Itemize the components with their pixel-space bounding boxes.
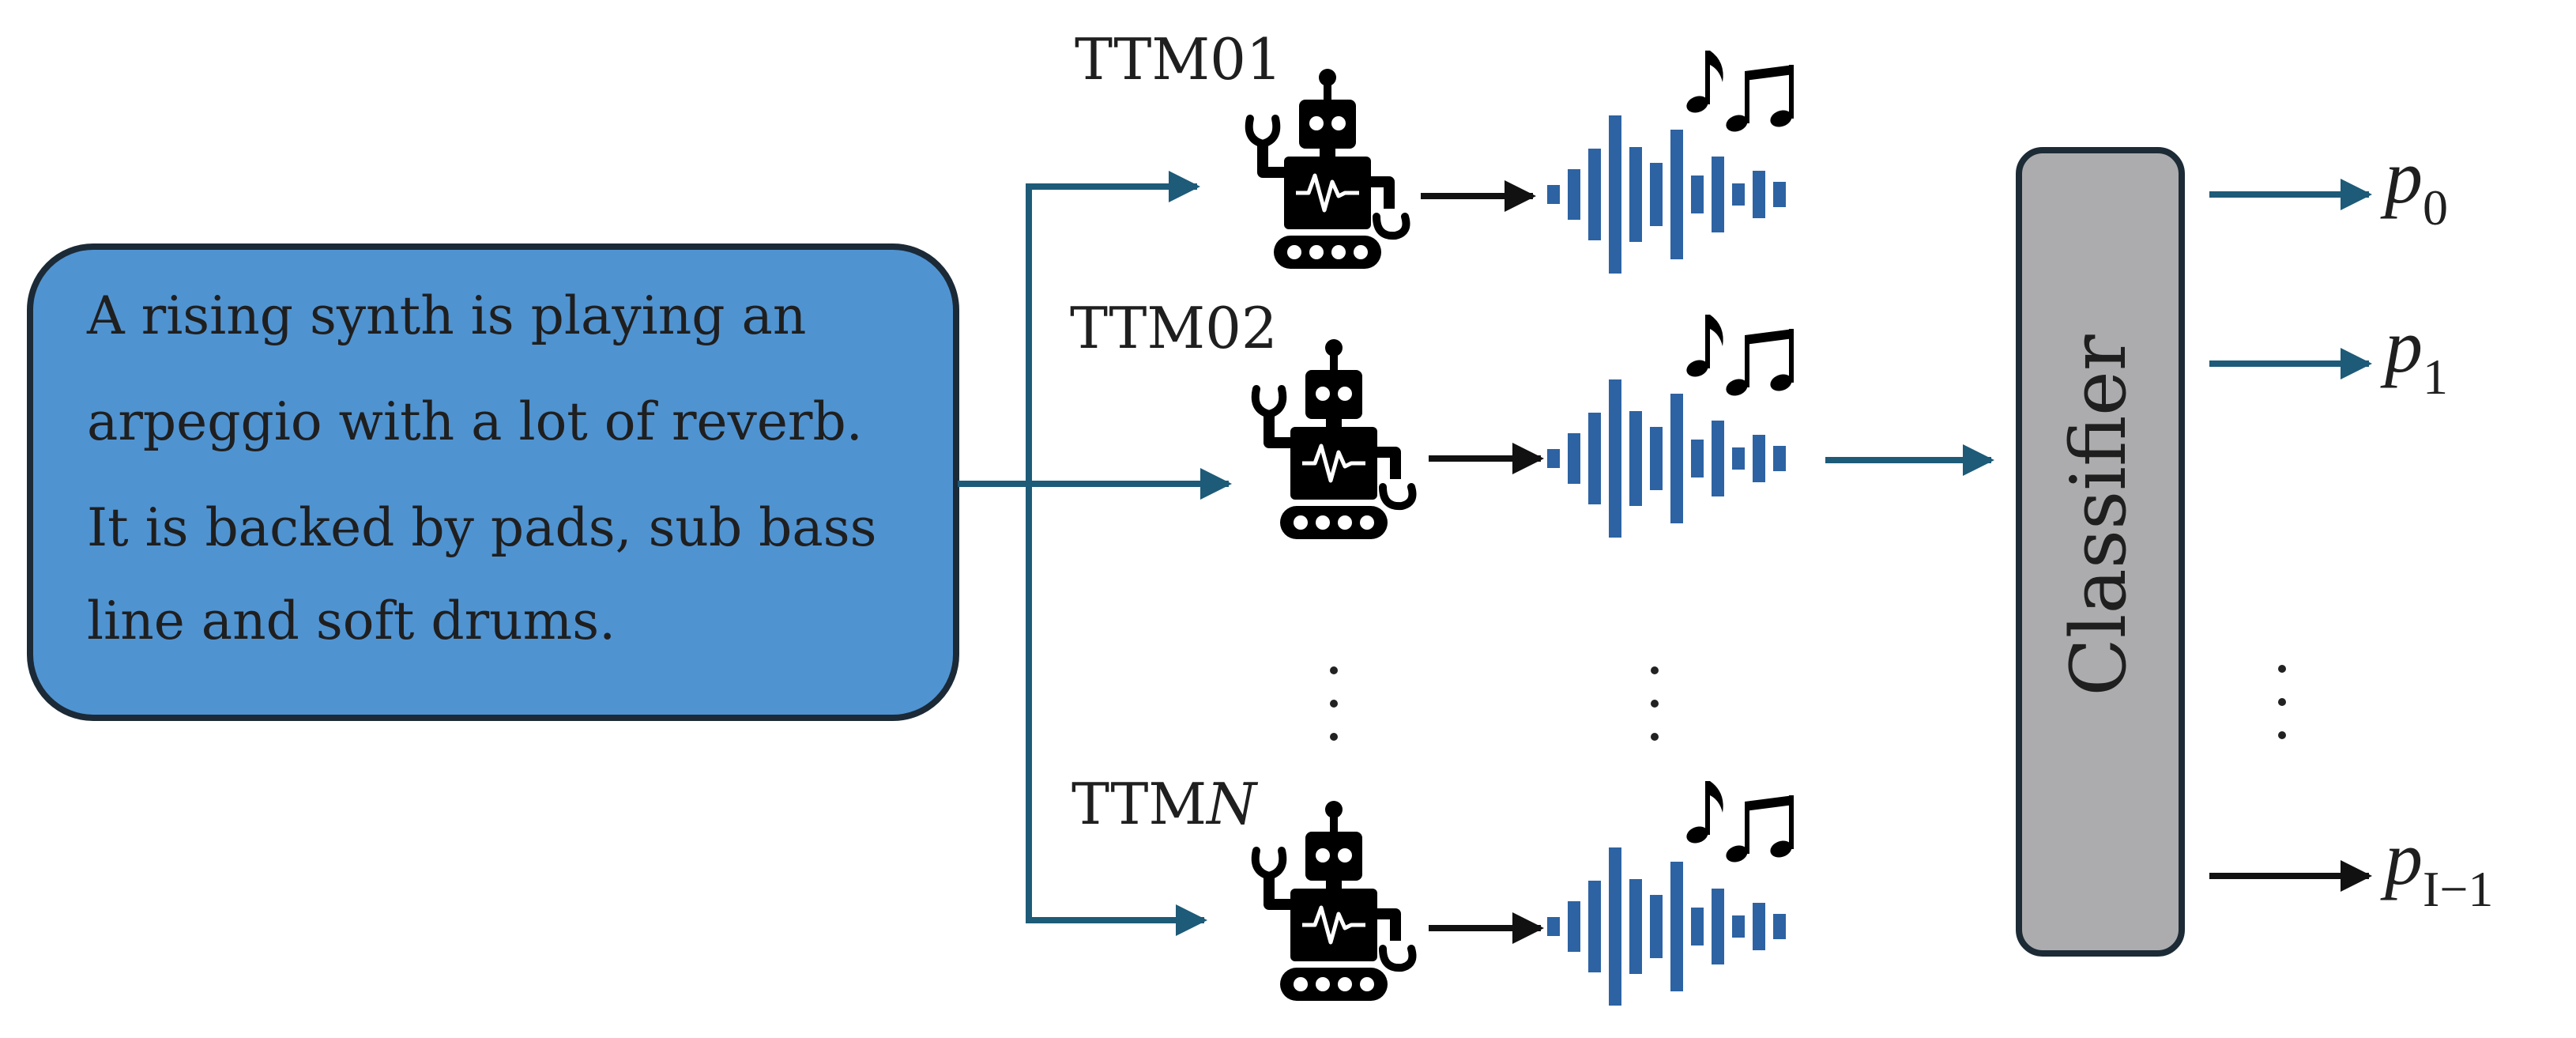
output-base: p <box>2380 134 2423 219</box>
generation-arrows <box>1421 180 1544 944</box>
prompt-text: A rising synth is playing an arpeggio wi… <box>86 285 881 651</box>
music-notes-icon <box>1684 781 1795 866</box>
waveform-icon <box>1547 115 1786 274</box>
model-label-ttmn: TTMN <box>1071 771 1259 837</box>
output-subscript: 0 <box>2423 179 2448 236</box>
prompt-box <box>27 243 959 721</box>
model-label-ttm01: TTM01 <box>1075 26 1282 92</box>
output-label-p1: p1 <box>2380 304 2448 405</box>
robot-icon <box>1256 339 1413 539</box>
vertical-ellipsis-icon <box>1651 666 1659 741</box>
robot-icon <box>1249 69 1407 269</box>
model-label-ttm02: TTM02 <box>1070 295 1278 361</box>
model-label-suffix: N <box>1205 771 1259 837</box>
prompt-line: arpeggio with a lot of reverb. <box>87 391 863 452</box>
prompt-distribution-arrows <box>958 171 1232 936</box>
output-subscript: I−1 <box>2423 861 2493 917</box>
classifier-box <box>2016 147 2185 957</box>
output-label-p0: p0 <box>2380 134 2448 236</box>
output-subscript: 1 <box>2423 349 2448 405</box>
waveform-icon <box>1547 379 1786 538</box>
prompt-line: It is backed by pads, sub bass <box>87 497 877 558</box>
music-notes-icon <box>1684 315 1795 399</box>
output-base: p <box>2380 304 2423 388</box>
music-notes-icon <box>1684 51 1795 135</box>
prompt-line: line and soft drums. <box>87 591 616 651</box>
output-base: p <box>2380 816 2423 900</box>
prompt-line: A rising synth is playing an <box>86 285 806 346</box>
vertical-ellipsis-icon <box>2278 665 2286 739</box>
output-label-pi-1: pI−1 <box>2380 816 2493 917</box>
robot-icon <box>1256 801 1413 1001</box>
classifier-label: Classifier <box>2054 334 2143 696</box>
waveform-icon <box>1547 847 1786 1006</box>
model-label-prefix: TTM <box>1071 771 1207 837</box>
vertical-ellipsis-icon <box>1330 666 1338 741</box>
